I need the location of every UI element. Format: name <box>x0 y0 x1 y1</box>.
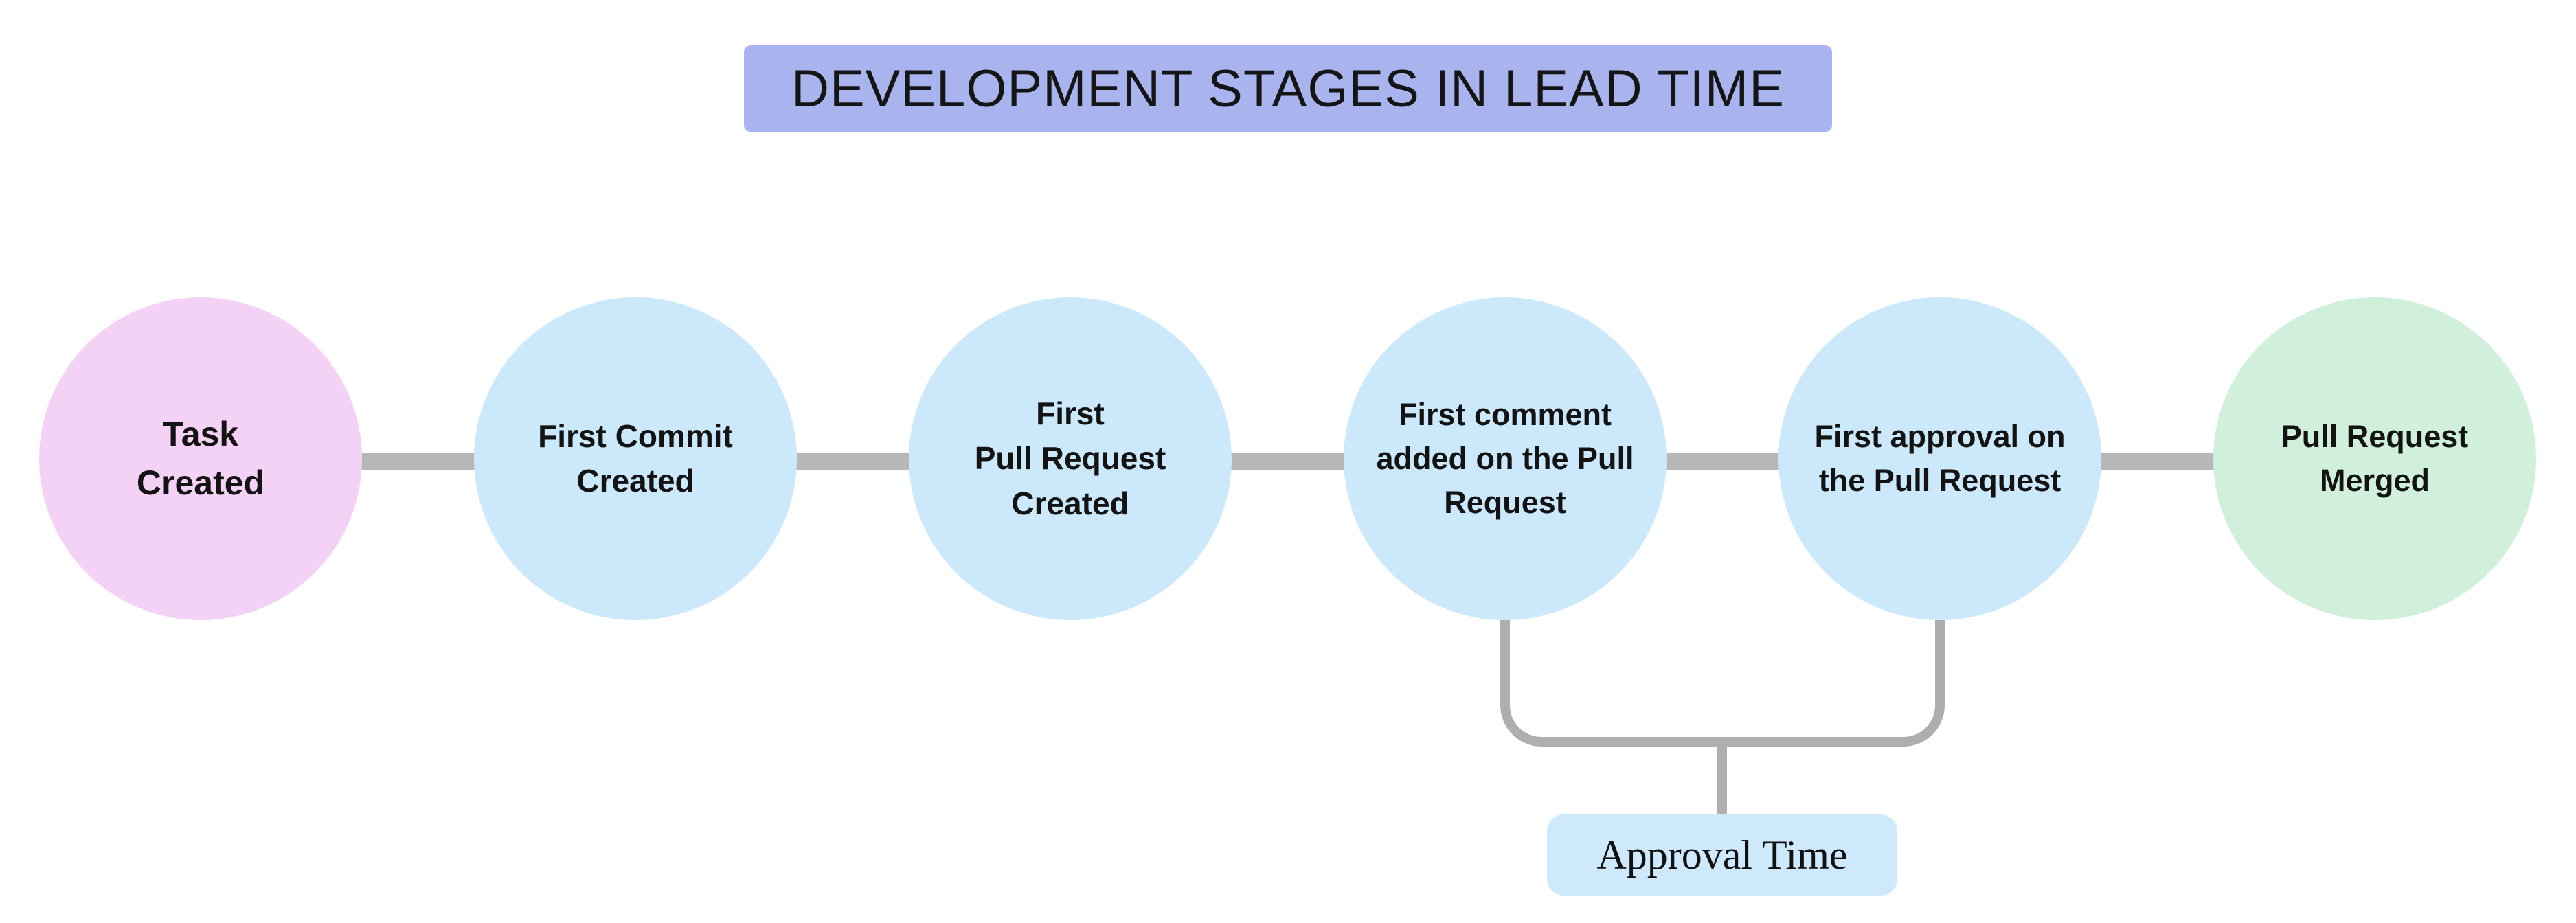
stage-label-task-created: Task Created <box>136 415 265 502</box>
page-title: DEVELOPMENT STAGES IN LEAD TIME <box>744 45 1832 132</box>
approval-time-label-text: Approval Time <box>1596 832 1848 878</box>
stage-circle-first-comment-added: First comment added on the Pull Request <box>1344 297 1667 620</box>
approval-time-bracket <box>1500 620 1945 747</box>
stage-label-first-pull-request-created: First Pull Request Created <box>974 396 1166 521</box>
stage-label-pull-request-merged: Pull Request Merged <box>2281 419 2469 498</box>
stage-circle-first-pull-request-created: First Pull Request Created <box>909 297 1232 620</box>
stage-circle-first-approval: First approval on the Pull Request <box>1778 297 2101 620</box>
stage-circle-task-created: Task Created <box>39 297 362 620</box>
stage-circle-pull-request-merged: Pull Request Merged <box>2213 297 2536 620</box>
stage-circle-first-commit-created: First Commit Created <box>474 297 797 620</box>
stage-label-first-commit-created: First Commit Created <box>538 418 733 499</box>
stage-label-first-approval: First approval on the Pull Request <box>1814 419 2066 498</box>
approval-time-label-box: Approval Time <box>1547 814 1897 896</box>
approval-time-bracket-stem <box>1717 745 1727 816</box>
stage-label-first-comment-added: First comment added on the Pull Request <box>1376 397 1634 520</box>
